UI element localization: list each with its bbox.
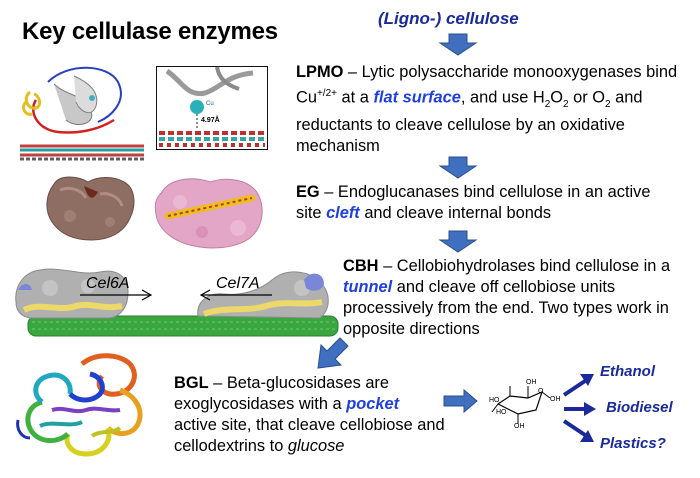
- page-title: Key cellulase enzymes: [22, 18, 278, 45]
- flow-arrow-1: [438, 33, 478, 56]
- bgl-ribbon-structure-image: [16, 353, 143, 457]
- glucose-structure-image: [491, 386, 551, 424]
- flow-arrow-right: [443, 388, 478, 414]
- lpmo-text-3: , and use H: [460, 88, 545, 107]
- eg-description: EG – Endoglucanases bind cellulose in an…: [296, 182, 656, 224]
- bgl-abbr: BGL: [174, 374, 209, 392]
- cbh-highlight: tunnel: [343, 278, 393, 296]
- bgl-product: glucose: [287, 437, 345, 455]
- lpmo-highlight: flat surface: [373, 88, 461, 107]
- glucose-ho-left-2: HO: [496, 409, 507, 416]
- cel6a-label: Cel6A: [86, 275, 130, 292]
- lpmo-ribbon-structure-image: [20, 66, 144, 161]
- cbh-description: CBH – Cellobiohydrolases bind cellulose …: [343, 256, 688, 340]
- flow-arrow-2: [438, 156, 478, 179]
- product-arrow-biodiesel: [564, 402, 596, 416]
- glucose-oh-bottom: OH: [514, 423, 525, 430]
- bgl-description: BGL – Beta-glucosidases are exoglycosida…: [174, 373, 446, 457]
- lpmo-h2o2-sub-2: 2: [563, 98, 569, 110]
- eg-pink-surface-image: [154, 178, 263, 249]
- bgl-highlight: pocket: [346, 395, 400, 413]
- bgl-text-2: active site, that cleave cellobiose and …: [174, 416, 445, 455]
- lpmo-abbr: LPMO: [296, 63, 344, 81]
- product-biodiesel: Biodiesel: [606, 399, 673, 416]
- cbh-abbr: CBH: [343, 257, 379, 275]
- lpmo-o2-sub: 2: [605, 98, 611, 110]
- flow-arrow-3: [438, 230, 478, 253]
- cu-atom-label: Cu: [206, 101, 214, 107]
- eg-highlight: cleft: [326, 204, 360, 222]
- bgl-text-1: – Beta-glucosidases are exoglycosidases …: [174, 374, 390, 413]
- cbh-cellulose-fibre-image: [15, 268, 339, 337]
- product-plastics: Plastics?: [600, 435, 666, 452]
- lpmo-text-5: or O: [568, 88, 606, 107]
- cbh-text-1: – Cellobiohydrolases bind cellulose in a: [378, 257, 671, 275]
- lpmo-description: LPMO – Lytic polysaccharide monooxygenas…: [296, 62, 681, 157]
- lpmo-h2o2-sub: 2: [544, 98, 551, 110]
- lpmo-cu-site-image: Cu 4.97Å: [156, 66, 268, 150]
- product-ethanol: Ethanol: [600, 363, 655, 380]
- eg-brown-surface-image: [46, 176, 135, 241]
- eg-text-1: – Endoglucanases bind cellulose in an ac…: [296, 183, 651, 222]
- cu-distance-label: 4.97Å: [201, 117, 220, 124]
- glucose-ring-oxygen: O: [538, 388, 544, 395]
- lpmo-text-4: O: [550, 88, 564, 107]
- glucose-ho-left-1: HO: [489, 397, 500, 404]
- lpmo-cu-charge: +/2+: [316, 88, 337, 99]
- lpmo-text-2: at a: [336, 88, 374, 107]
- lpmo-text-1: – Lytic polysaccharide monooxygenases bi…: [296, 63, 678, 107]
- glucose-oh-top: OH: [526, 379, 537, 386]
- glucose-oh-right: OH: [550, 396, 561, 403]
- eg-text-2: and cleave internal bonds: [359, 204, 552, 222]
- lpmo-text-6: and reductants to cleave cellulose by an…: [296, 88, 643, 155]
- flow-arrow-diagonal: [317, 337, 349, 369]
- cbh-text-2: and cleave off cellobiose units processi…: [343, 278, 669, 338]
- cel7a-label: Cel7A: [216, 275, 260, 292]
- substrate-label: (Ligno-) cellulose: [378, 9, 519, 28]
- eg-abbr: EG: [296, 183, 320, 201]
- product-arrow-plastics: [562, 419, 594, 442]
- product-arrow-ethanol: [562, 374, 594, 397]
